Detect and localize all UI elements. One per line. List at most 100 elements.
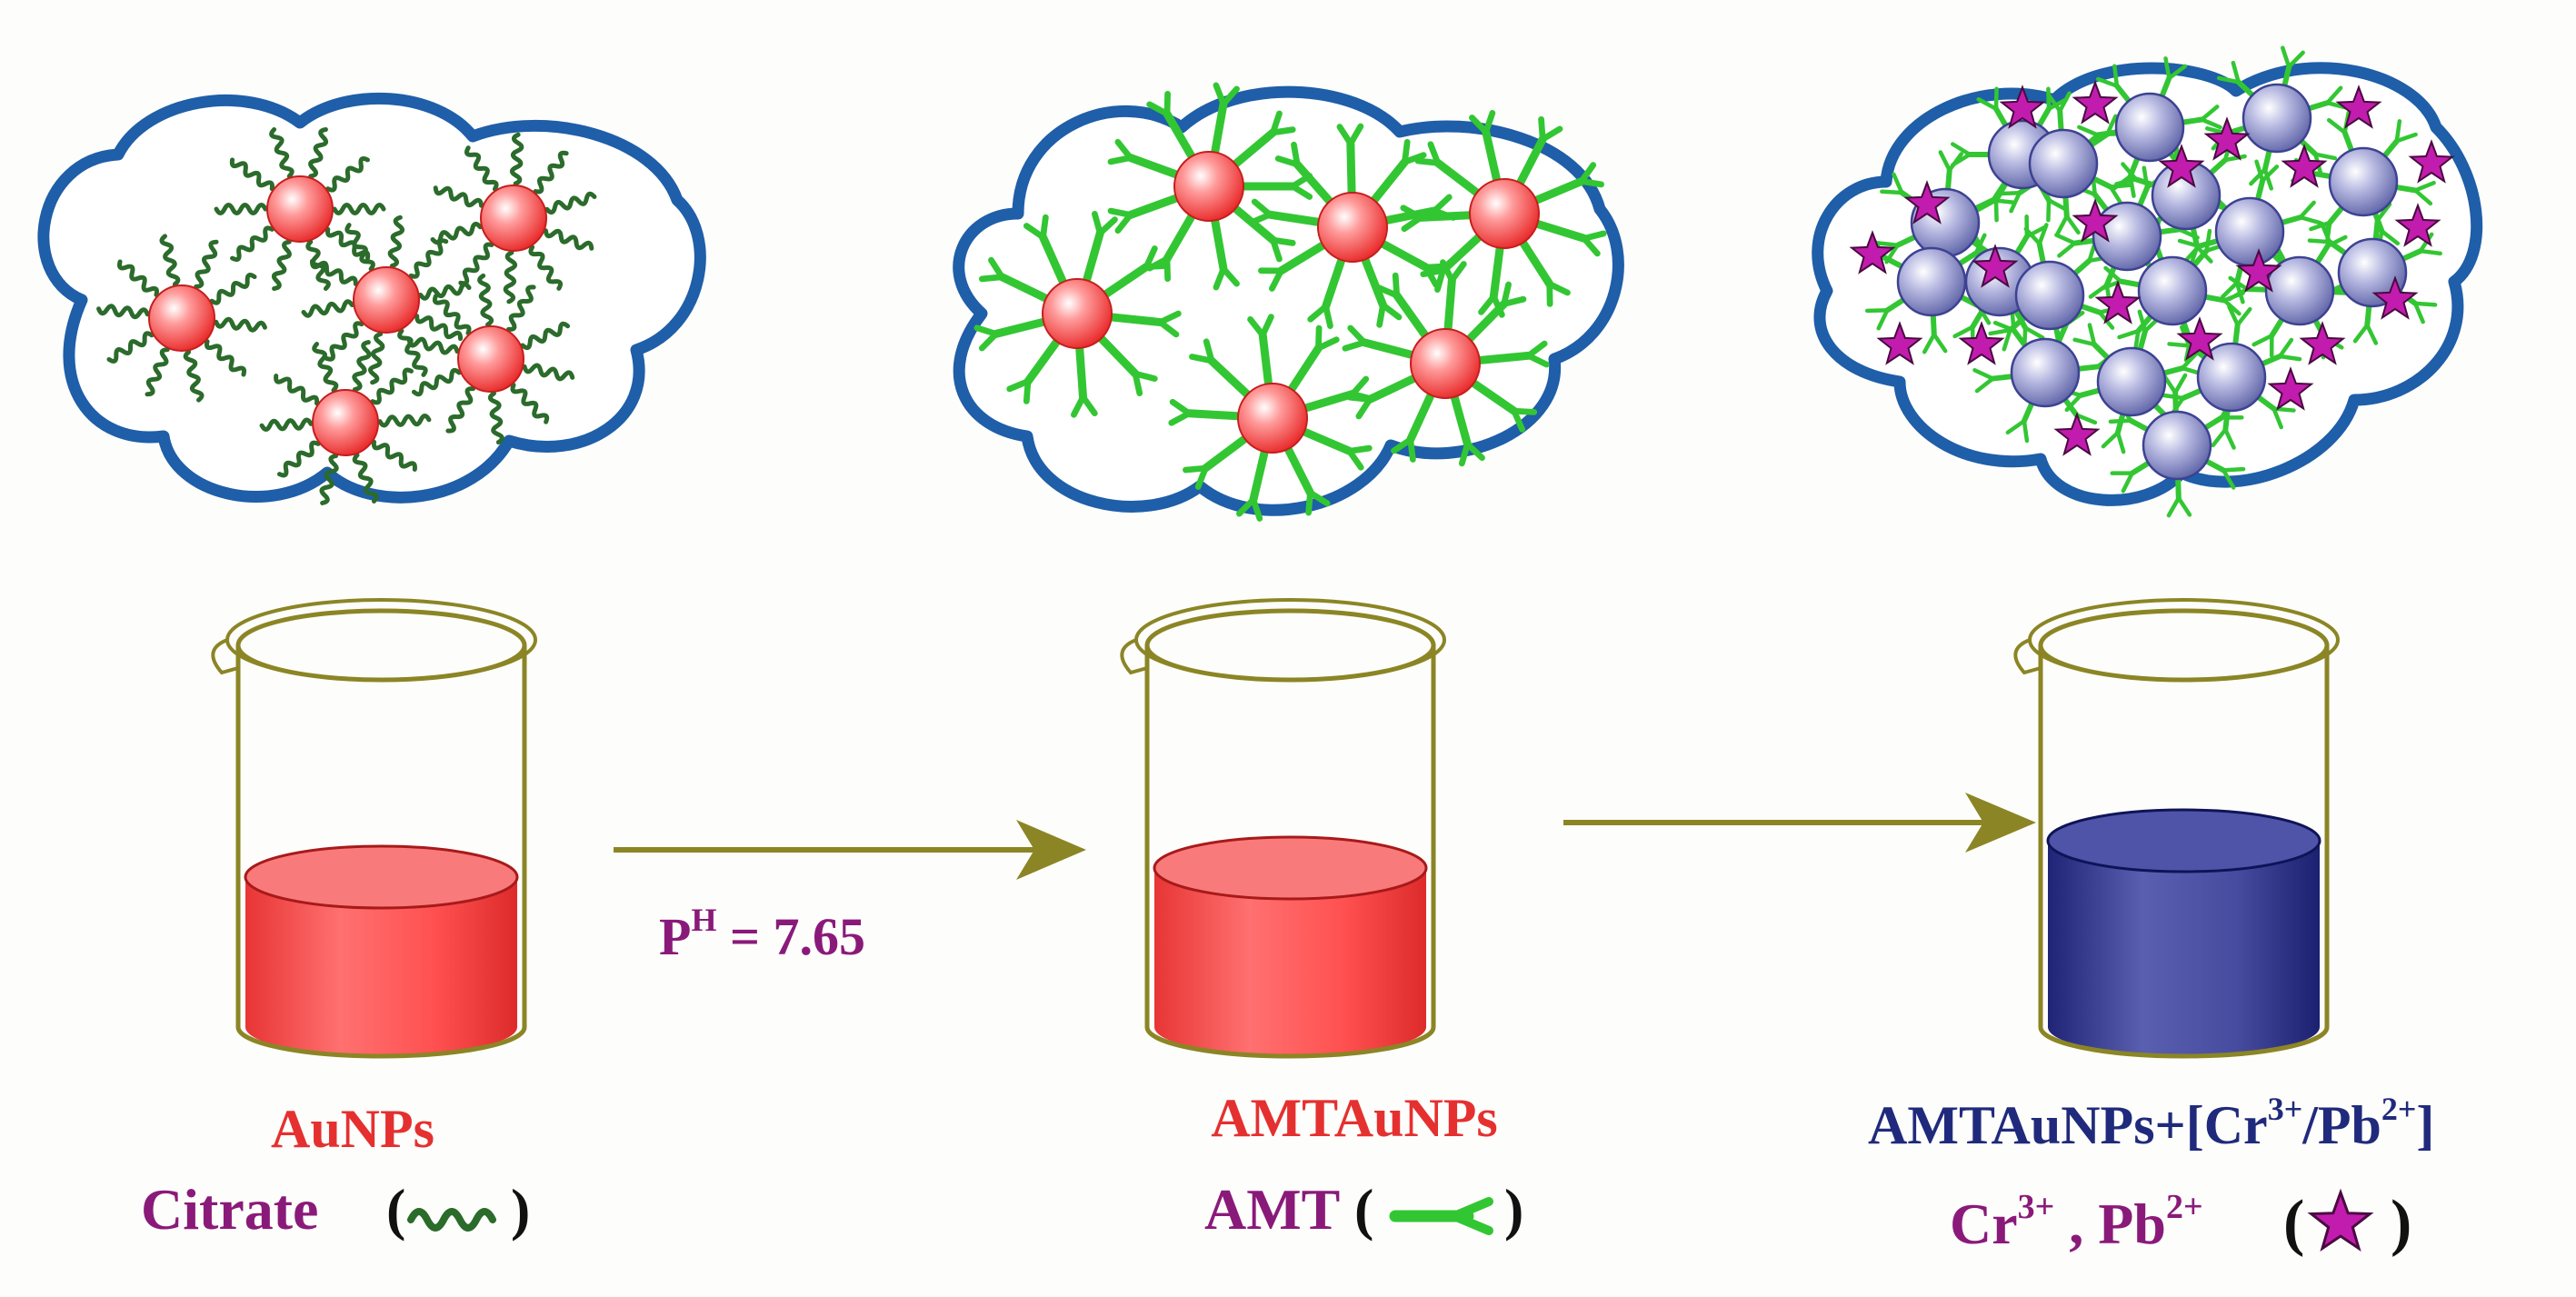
citrate-ligand xyxy=(274,374,320,406)
gold-nanoparticle xyxy=(312,389,379,456)
metal-ion-star xyxy=(1972,244,2019,288)
arrow-1 xyxy=(614,820,1086,880)
aggregated-nanoparticle xyxy=(2196,342,2267,413)
citrate-ligand xyxy=(96,304,150,320)
red-nanoparticles-1 xyxy=(148,175,547,456)
amt-ligand xyxy=(1080,210,1118,292)
beaker-liquid xyxy=(1154,868,1426,1056)
amt-ligand xyxy=(1414,141,1487,202)
amt-ligand xyxy=(1460,281,1527,349)
amt-ligand xyxy=(1365,138,1427,211)
aggregated-nanoparticle xyxy=(2014,260,2085,331)
metal-ion-star xyxy=(2371,275,2419,320)
amt-ligand xyxy=(1092,329,1158,396)
amt-ligand xyxy=(1247,314,1274,395)
amt-ligand xyxy=(1070,336,1098,418)
aggregated-nanoparticle xyxy=(2137,255,2208,326)
arrow-2 xyxy=(1563,793,2036,853)
citrate-ligand xyxy=(145,347,170,397)
citrate-ligand xyxy=(230,225,275,263)
citrate-ligand xyxy=(367,331,385,385)
metal-ion-star xyxy=(2394,203,2441,247)
citrate-ligand xyxy=(445,386,476,434)
close-paren-2: ) xyxy=(1504,1177,1523,1242)
citrate-ligand xyxy=(209,273,257,305)
stage1-legend: Citrate ( ) xyxy=(141,1177,530,1242)
citrate-ligand xyxy=(528,244,564,291)
gold-nanoparticle xyxy=(1410,328,1481,399)
amt-ligand xyxy=(979,256,1057,306)
close-paren: ) xyxy=(511,1177,530,1242)
stage2-legend-text: AMT xyxy=(1204,1177,1340,1242)
amt-ligand xyxy=(1336,123,1364,205)
gold-nanoparticle xyxy=(457,325,524,393)
amt-ligand xyxy=(973,315,1055,352)
citrate-ligand xyxy=(259,417,314,433)
citrate-ligand xyxy=(487,391,504,445)
citrate-ligand xyxy=(194,239,219,289)
aggregated-nanoparticle xyxy=(2028,128,2099,199)
amt-ligand xyxy=(1146,90,1200,167)
citrate-ligand xyxy=(505,284,536,332)
citrate-ligand xyxy=(433,185,484,208)
citrate-ligand xyxy=(332,203,386,215)
amt-ligand xyxy=(1281,438,1331,516)
aggregated-nanoparticle xyxy=(2214,196,2285,267)
citrate-ligand xyxy=(204,339,247,377)
beaker-spout xyxy=(1120,638,1148,675)
amt-ligand xyxy=(1375,272,1434,346)
citrate-ligand xyxy=(106,331,155,364)
beaker-rim-back xyxy=(1144,608,1436,646)
amt-ligand xyxy=(1294,375,1375,414)
citrate-ligand xyxy=(543,228,594,251)
metal-ion-star xyxy=(2281,144,2328,188)
star-icon xyxy=(2307,1188,2374,1252)
metal-ion-star xyxy=(2176,316,2223,361)
amt-ligand xyxy=(1100,310,1182,338)
beaker-liquid xyxy=(2048,841,2320,1056)
close-paren-3: ) xyxy=(2391,1188,2411,1258)
aggregated-nanoparticle xyxy=(2114,92,2185,163)
metal-ion-star xyxy=(2235,248,2282,293)
amt-ligand xyxy=(1023,214,1071,294)
citrate-ligand xyxy=(159,234,181,287)
citrate-ligand xyxy=(477,273,494,327)
citrate-ligand xyxy=(377,413,432,428)
citrate-ligand xyxy=(214,316,267,333)
citrate-ligand xyxy=(387,215,405,269)
citrate-ligand xyxy=(352,453,379,504)
gold-nanoparticle xyxy=(1173,151,1244,222)
ph-label: PH = 7.65 xyxy=(659,902,865,966)
stage1-legend-text: Citrate xyxy=(141,1177,318,1242)
citrate-ligand xyxy=(308,127,329,179)
open-paren: ( xyxy=(386,1177,405,1242)
amt-ligand xyxy=(1283,324,1340,400)
metal-ion-star xyxy=(2203,116,2251,161)
open-paren-3: ( xyxy=(2283,1188,2304,1258)
amt-ligand xyxy=(1168,398,1250,426)
stage2-legend: AMT ( ) xyxy=(1204,1177,1523,1242)
stage1-label: AuNPs xyxy=(271,1099,434,1159)
citrate-ligand xyxy=(414,314,464,342)
amt-ligand xyxy=(1225,110,1296,174)
aggregated-nanoparticle xyxy=(2242,83,2312,154)
metal-ion-star xyxy=(2408,139,2455,184)
amt-ligand xyxy=(1525,162,1604,207)
beaker-rim-back xyxy=(235,608,527,646)
beaker-red-amtaunps xyxy=(1120,598,1447,1059)
metal-ion-star xyxy=(2094,280,2142,324)
amt-ligand xyxy=(1183,430,1255,490)
amt-ligand xyxy=(1469,110,1503,192)
metal-ion-star xyxy=(2072,80,2119,125)
metal-ion-stars xyxy=(1849,80,2455,456)
citrate-ligands xyxy=(96,127,597,505)
amt-ligand xyxy=(1107,138,1188,182)
stage3-legend-text: Cr3+ , Pb2+ xyxy=(1950,1188,2203,1256)
metal-ion-star xyxy=(1876,321,1923,365)
citrate-ligand xyxy=(370,367,414,405)
metal-ion-star xyxy=(2053,412,2101,456)
aggregated-nanoparticle xyxy=(2264,255,2335,326)
citrate-ligand xyxy=(510,383,550,424)
liquid-surface xyxy=(1153,835,1428,901)
